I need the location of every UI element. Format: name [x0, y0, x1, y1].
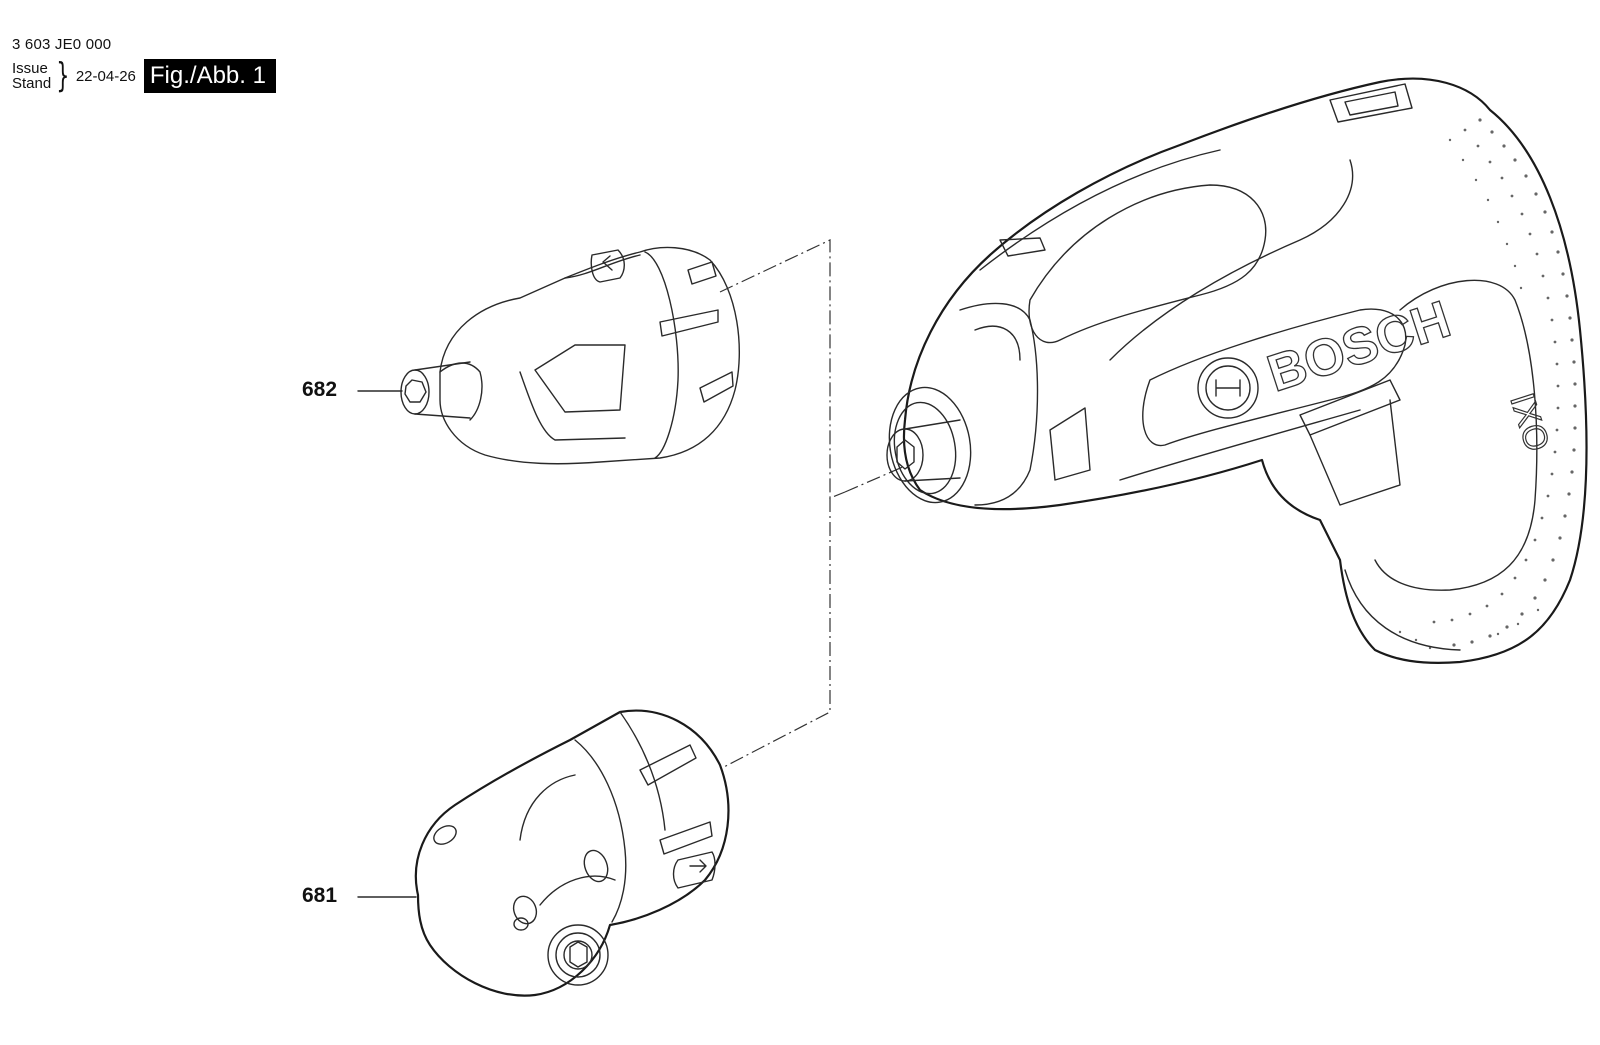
assembly-guide-lines	[719, 239, 906, 769]
screwdriver-body: BOSCH IXO	[886, 77, 1588, 664]
model-mark-text: IXO	[1502, 389, 1556, 456]
stand-label: Stand	[12, 75, 52, 92]
figure-label: Fig./Abb. 1	[143, 59, 276, 93]
issue-date: 22-04-26	[75, 67, 136, 85]
document-header: 3 603 JE0 000 Issue Stand } 22-04-26 Fig…	[12, 36, 276, 93]
grip-texture	[1398, 118, 1577, 650]
part-number: 3 603 JE0 000	[12, 36, 112, 53]
attachment-681	[414, 709, 730, 997]
issue-row: Issue Stand } 22-04-26 Fig./Abb. 1	[12, 59, 276, 93]
attachment-682	[400, 246, 740, 465]
brand-logo-text: BOSCH	[1261, 290, 1458, 403]
callout-681: 681	[302, 884, 338, 907]
issue-label: Issue	[12, 60, 48, 77]
callout-682: 682	[302, 378, 338, 401]
brace-icon: }	[56, 56, 70, 96]
leader-lines	[357, 390, 417, 898]
issue-labels: Issue Stand	[12, 61, 51, 91]
